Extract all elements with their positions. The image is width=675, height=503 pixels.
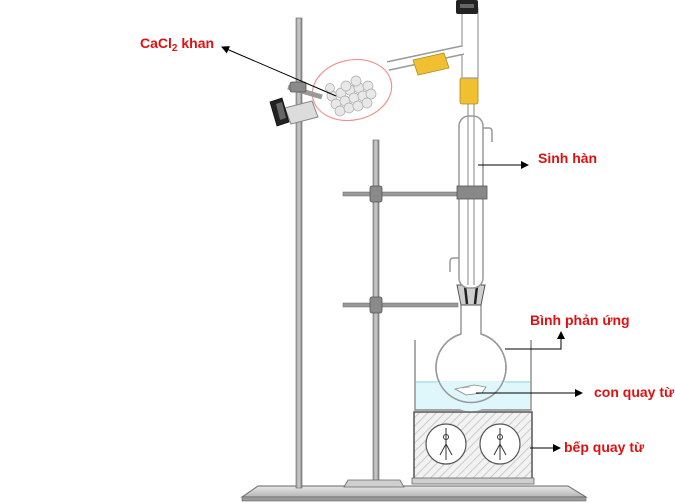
drying-tube-clamp — [287, 81, 323, 100]
reaction-flask — [435, 305, 507, 412]
magnetic-stirrer — [411, 411, 535, 485]
stirrer-label: bếp quay từ — [564, 439, 645, 455]
flask-joint — [456, 284, 486, 306]
flask-clamp — [342, 296, 459, 314]
desiccant-label: CaCl2 khan — [140, 35, 214, 54]
drying-tube — [269, 45, 465, 127]
rubber-joint — [459, 77, 479, 105]
stirrer-dial-left — [425, 423, 467, 465]
condenser-clamp — [342, 185, 488, 203]
condenser-label: Sinh hàn — [538, 150, 597, 166]
desiccant-pellets — [325, 75, 377, 117]
stirrer-dial-right — [479, 423, 521, 465]
top-adapter — [456, 0, 479, 79]
flask-pointer — [505, 331, 565, 350]
left-stand-rod — [295, 17, 303, 489]
stand-base — [240, 485, 588, 502]
stir-bar-label: con quay từ — [594, 384, 675, 400]
flask-label: Bình phản ứng — [530, 312, 630, 328]
pointer-lines — [221, 46, 583, 452]
desiccant-pointer — [221, 46, 337, 97]
